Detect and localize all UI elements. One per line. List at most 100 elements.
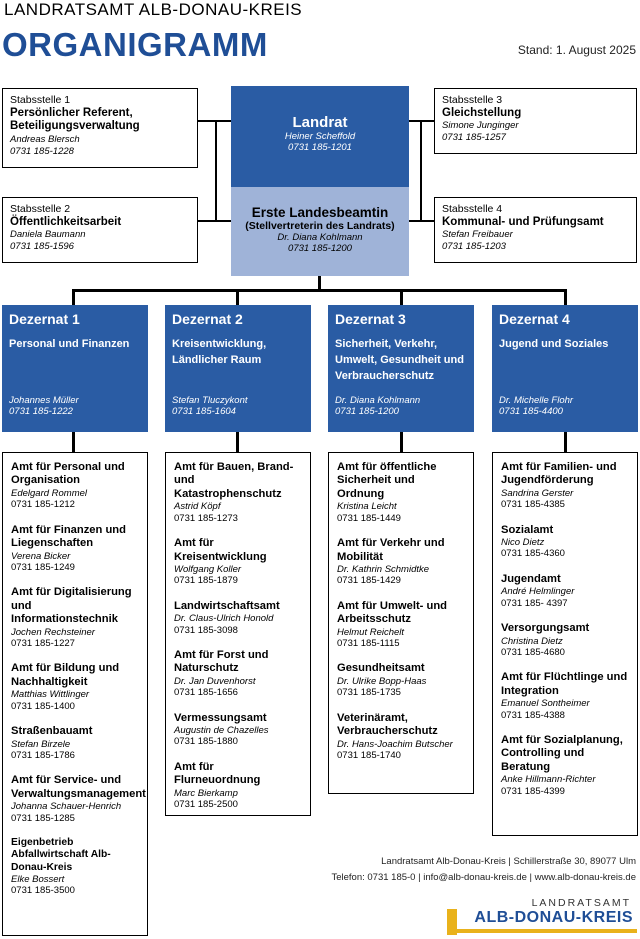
department-entry: Versorgungsamt Christina Dietz 0731 185-… (501, 622, 629, 658)
department-name: Jugendamt (501, 572, 561, 585)
staff-box-2: Stabsstelle 2 Öffentlichkeitsarbeit Dani… (2, 197, 198, 263)
department-name: Sozialamt (501, 523, 554, 536)
staff-label: Stabsstelle 3 (442, 94, 503, 106)
department-entry: Amt für Service- und Verwaltungsmanageme… (11, 774, 146, 824)
department-head: Wolfgang Koller (174, 563, 242, 575)
department-phone: 0731 185-1115 (337, 638, 400, 650)
dezernat-header-1: Dezernat 1 Personal und Finanzen Johanne… (2, 305, 148, 432)
logo-top-text: LANDRATSAMT (531, 897, 631, 909)
deputy-person: Dr. Diana Kohlmann (277, 232, 363, 243)
department-head: Sandrina Gerster (501, 487, 574, 499)
dezernat-phone: 0731 185-1200 (335, 406, 399, 417)
department-entry: Jugendamt André Helmlinger 0731 185- 439… (501, 573, 629, 609)
dezernat-phone: 0731 185-1222 (9, 406, 73, 417)
staff-label: Stabsstelle 4 (442, 203, 503, 215)
department-entry: Amt für Flurneuordnung Marc Bierkamp 073… (174, 761, 302, 811)
footer-address: Landratsamt Alb-Donau-Kreis | Schillerst… (381, 856, 636, 867)
connector-line (236, 432, 239, 452)
department-head: Helmut Reichelt (337, 626, 405, 638)
department-phone: 0731 185-4385 (501, 499, 565, 511)
dezernat-desc: Kreisentwicklung, Ländlicher Raum (172, 338, 267, 366)
department-phone: 0731 185- 4397 (501, 597, 568, 609)
department-entry: Amt für Sozialplanung, Controlling und B… (501, 734, 629, 797)
department-phone: 0731 185-1273 (174, 512, 238, 524)
staff-label: Stabsstelle 2 (10, 203, 71, 215)
footer-contact[interactable]: Telefon: 0731 185-0 | info@alb-donau-kre… (331, 872, 636, 883)
department-head: Nico Dietz (501, 537, 545, 549)
department-entry: Amt für Bildung und Nachhaltigkeit Matth… (11, 662, 139, 712)
date-stamp: Stand: 1. August 2025 (517, 43, 636, 57)
deputy-phone: 0731 185-1200 (288, 243, 352, 254)
connector-line (318, 276, 321, 292)
department-head: Dr. Claus-Ulrich Honold (174, 613, 274, 625)
staff-box-3: Stabsstelle 3 Gleichstellung Simone Jung… (434, 88, 637, 154)
department-phone: 0731 185-4360 (501, 548, 565, 560)
deputy-box: Erste Landesbeamtin (Stellvertreterin de… (231, 187, 409, 276)
department-name: Amt für Forst und Naturschutz (174, 648, 269, 675)
department-phone: 0731 185-1212 (11, 499, 75, 511)
landrat-person: Heiner Scheffold (284, 131, 356, 142)
department-phone: 0731 185-1735 (337, 687, 401, 699)
department-entry: Vermessungsamt Augustin de Chazelles 073… (174, 712, 302, 748)
department-phone: 0731 185-1285 (11, 812, 75, 824)
department-phone: 0731 185-3098 (174, 624, 238, 636)
staff-person: Andreas Blersch (10, 134, 80, 146)
department-phone: 0731 185-1879 (174, 575, 238, 587)
dezernat-header-2: Dezernat 2 Kreisentwicklung, Ländlicher … (165, 305, 311, 432)
department-phone: 0731 185-4680 (501, 646, 565, 658)
department-name: Amt für Bauen, Brand- und Katastrophensc… (174, 461, 294, 500)
department-column-4: Amt für Familien- und Jugendförderung Sa… (492, 452, 638, 836)
department-entry: Amt für Umwelt- und Arbeitsschutz Helmut… (337, 600, 465, 650)
dezernat-phone: 0731 185-1604 (172, 406, 236, 417)
staff-name: Persönlicher Referent, Beteiligungsverwa… (10, 106, 140, 133)
staff-phone: 0731 185-1203 (442, 240, 506, 252)
department-entry: Amt für Digitalisierung und Informations… (11, 586, 139, 649)
department-name: Amt für Verkehr und Mobilität (337, 537, 445, 563)
department-name: Amt für Digitalisierung und Informations… (11, 586, 132, 626)
department-phone: 0731 185-1449 (337, 512, 401, 524)
department-phone: 0731 185-1429 (337, 575, 401, 587)
staff-phone: 0731 185-1257 (442, 131, 506, 143)
department-entry: Veterinäramt, Verbraucherschutz Dr. Hans… (337, 712, 465, 762)
department-head: Johanna Schauer-Henrich (11, 801, 122, 813)
department-column-3: Amt für öffentliche Sicherheit und Ordnu… (328, 452, 474, 794)
department-name: Amt für Service- und Verwaltungsmanageme… (11, 774, 146, 800)
department-entry: Amt für Familien- und Jugendförderung Sa… (501, 461, 629, 511)
department-head: Augustin de Chazelles (174, 725, 269, 737)
department-phone: 0731 185-1740 (337, 749, 401, 761)
department-head: Elke Bossert (11, 873, 65, 885)
connector-line (196, 120, 232, 122)
department-name: Amt für Finanzen und Liegenschaften (11, 523, 126, 550)
connector-line (400, 289, 403, 305)
department-entry: Eigenbetrieb Abfallwirtschaft Alb-Donau-… (11, 837, 139, 897)
department-head: Edelgard Rommel (11, 487, 88, 499)
logo-main-text: ALB-DONAU-KREIS (474, 909, 633, 926)
department-head: Christina Dietz (501, 635, 563, 647)
department-phone: 0731 185-1227 (11, 638, 75, 650)
connector-line (72, 289, 566, 292)
page-title: ORGANIGRAMM (2, 26, 268, 63)
department-phone: 0731 185-1400 (11, 700, 75, 712)
department-name: Amt für Flüchtlinge und Integration (501, 671, 628, 697)
department-head: Marc Bierkamp (174, 787, 238, 799)
department-entry: Amt für Forst und Naturschutz Dr. Jan Du… (174, 649, 302, 699)
department-head: Kristina Leicht (337, 501, 397, 513)
staff-person: Simone Junginger (442, 120, 519, 132)
department-entry: Amt für Kreisentwicklung Wolfgang Koller… (174, 537, 302, 587)
dezernat-header-3: Dezernat 3 Sicherheit, Verkehr, Umwelt, … (328, 305, 474, 432)
landrat-box: Landrat Heiner Scheffold 0731 185-1201 (231, 86, 409, 187)
department-phone: 0731 185-1249 (11, 561, 75, 573)
staff-phone: 0731 185-1228 (10, 145, 74, 157)
staff-name: Gleichstellung (442, 106, 522, 119)
staff-box-4: Stabsstelle 4 Kommunal- und Prüfungsamt … (434, 197, 637, 263)
department-name: Amt für Personal und Organisation (11, 461, 125, 487)
staff-name: Öffentlichkeitsarbeit (10, 215, 122, 228)
dezernat-person: Dr. Diana Kohlmann (335, 395, 421, 406)
dezernat-person: Stefan Tluczykont (172, 395, 248, 406)
department-entry: Gesundheitsamt Dr. Ulrike Bopp-Haas 0731… (337, 662, 465, 698)
connector-line (72, 432, 75, 452)
connector-line (408, 220, 434, 222)
landrat-phone: 0731 185-1201 (288, 142, 352, 153)
connector-line (420, 120, 422, 222)
department-name: Amt für Umwelt- und Arbeitsschutz (337, 599, 448, 626)
